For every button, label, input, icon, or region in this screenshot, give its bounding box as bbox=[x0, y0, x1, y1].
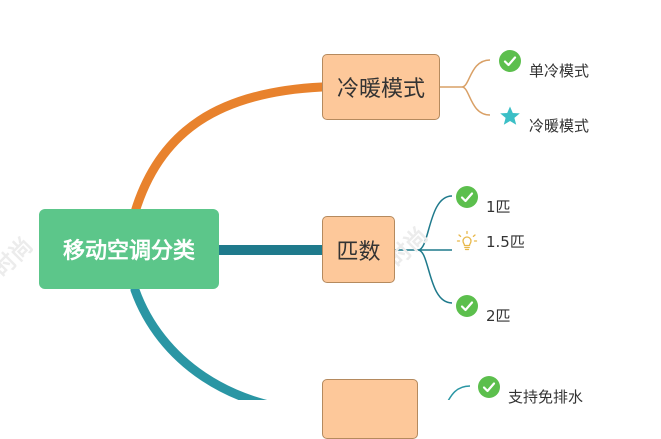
leaf-label: 支持免排水 bbox=[508, 388, 584, 406]
check-circle-icon bbox=[499, 49, 521, 72]
leaf-1hp[interactable]: 1匹 bbox=[456, 176, 511, 217]
branch-node-label: 冷暖模式 bbox=[336, 77, 425, 102]
connector-horsepower-children bbox=[395, 195, 453, 304]
leaf-2hp[interactable]: 2匹 bbox=[456, 285, 511, 326]
leaf-cooling-heating[interactable]: 冷暖模式 bbox=[499, 95, 589, 136]
leaf-label: 单冷模式 bbox=[529, 62, 590, 80]
branch-node-horsepower[interactable]: 匹数 bbox=[322, 216, 395, 283]
root-node-label: 移动空调分类 bbox=[62, 239, 195, 264]
branch-node-third[interactable] bbox=[322, 379, 418, 439]
lightbulb-icon bbox=[456, 230, 478, 252]
connector-cooling-heating-children bbox=[440, 59, 491, 116]
branch-node-label: 匹数 bbox=[336, 239, 381, 265]
leaf-label: 1匹 bbox=[486, 198, 511, 216]
leaf-label: 2匹 bbox=[486, 307, 511, 325]
connector-root-to-third-branch bbox=[130, 285, 268, 400]
check-circle-icon bbox=[456, 294, 478, 317]
connector-third-branch-children bbox=[447, 385, 471, 400]
leaf-1-5hp[interactable]: 1.5匹 bbox=[456, 230, 525, 252]
connector-root-to-cooling-heating bbox=[130, 82, 327, 217]
leaf-label: 冷暖模式 bbox=[529, 117, 590, 135]
root-node[interactable]: 移动空调分类 bbox=[39, 209, 219, 289]
star-icon bbox=[499, 105, 521, 127]
mind-map-connectors bbox=[130, 59, 491, 400]
check-circle-icon bbox=[478, 375, 500, 398]
leaf-label: 1.5匹 bbox=[486, 232, 525, 251]
leaf-cooling-only[interactable]: 单冷模式 bbox=[499, 40, 589, 81]
branch-node-cooling-heating[interactable]: 冷暖模式 bbox=[322, 54, 440, 120]
check-circle-icon bbox=[456, 185, 478, 208]
leaf-drainage-free[interactable]: 支持免排水 bbox=[478, 366, 583, 407]
